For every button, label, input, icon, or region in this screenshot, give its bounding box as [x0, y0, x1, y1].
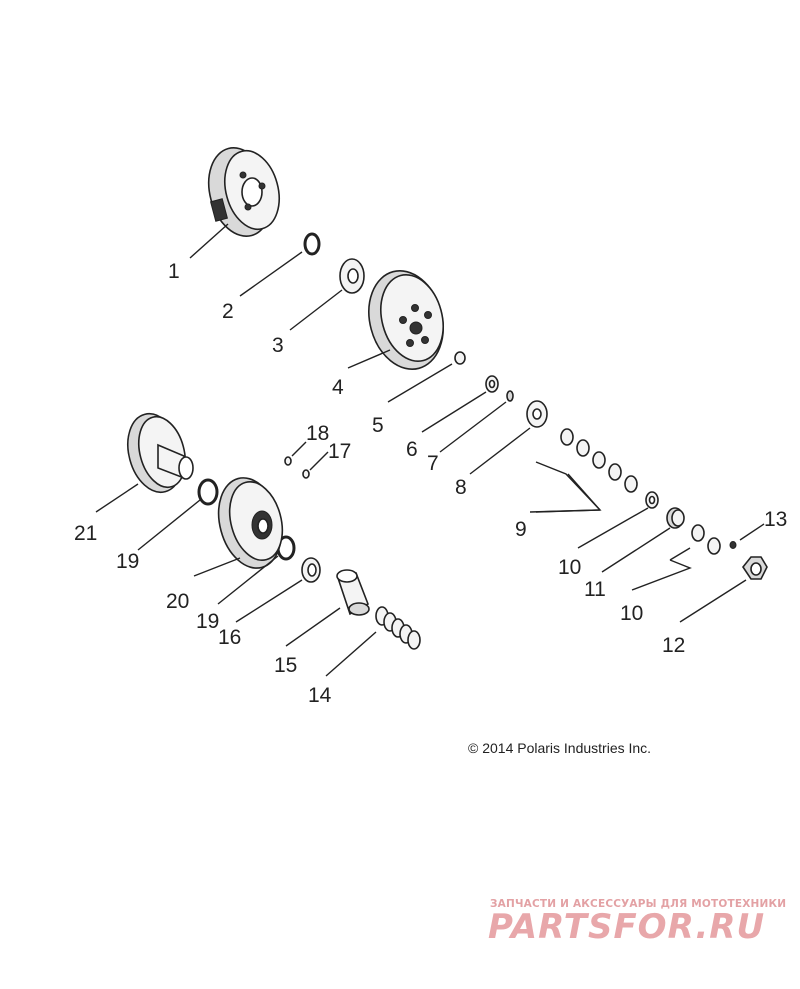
part-11-bushing	[666, 507, 685, 529]
callout-10b: 10	[620, 602, 643, 625]
part-9-washer-stack	[560, 428, 638, 493]
callout-8: 8	[455, 476, 467, 499]
callout-2: 2	[222, 300, 234, 323]
watermark-brand: PARTSFOR.RU	[488, 907, 765, 947]
part-14-spring	[375, 606, 421, 650]
callout-5: 5	[372, 414, 384, 437]
part-10-washer-b	[691, 524, 721, 555]
part-10-washer-a	[645, 491, 659, 509]
part-4-drum	[368, 270, 444, 370]
callout-14: 14	[308, 684, 332, 707]
part-8-washer	[526, 400, 548, 428]
watermark: ЗАПЧАСТИ И АКСЕССУАРЫ ДЛЯ МОТОТЕХНИКИ PA…	[488, 898, 786, 947]
callout-numbers: 1 2 3 4 5 6 7 8 9 10 11 10 12 13 14 15 1…	[74, 260, 787, 707]
callout-20: 20	[166, 590, 189, 613]
callout-16: 16	[218, 626, 241, 649]
copyright-notice: © 2014 Polaris Industries Inc.	[468, 740, 651, 756]
callout-9: 9	[515, 518, 527, 541]
callout-7: 7	[427, 452, 439, 475]
callout-21: 21	[74, 522, 97, 545]
part-13-pin	[729, 541, 737, 549]
part-12-nut	[742, 556, 768, 580]
callout-4: 4	[332, 376, 344, 399]
callout-19a: 19	[116, 550, 139, 573]
callout-15: 15	[274, 654, 297, 677]
callout-10a: 10	[558, 556, 581, 579]
watermark-tagline: ЗАПЧАСТИ И АКСЕССУАРЫ ДЛЯ МОТОТЕХНИКИ	[490, 898, 786, 910]
callout-3: 3	[272, 334, 284, 357]
part-19-o-ring-a	[197, 478, 219, 506]
callout-18: 18	[306, 422, 329, 445]
part-20-movable-sheave	[217, 477, 284, 569]
part-1-clutch-shoe	[207, 147, 280, 237]
callout-17: 17	[328, 440, 351, 463]
callout-19b: 19	[196, 610, 219, 633]
callout-6: 6	[406, 438, 418, 461]
callout-1: 1	[168, 260, 180, 283]
part-3-washer-plate	[339, 258, 365, 294]
callout-13: 13	[764, 508, 787, 531]
part-18-screw	[284, 456, 292, 466]
part-6-washer	[485, 375, 499, 393]
callout-12: 12	[662, 634, 685, 657]
part-5-bushing	[454, 351, 466, 365]
part-2-ring	[303, 232, 321, 256]
part-21-fixed-sheave	[127, 412, 194, 494]
callout-11: 11	[584, 578, 606, 601]
part-7-clip	[506, 390, 514, 402]
part-15-spring-cup	[336, 569, 370, 616]
leader-lines	[95, 223, 765, 677]
part-16-washer	[301, 557, 321, 583]
part-17-screw	[302, 469, 310, 479]
